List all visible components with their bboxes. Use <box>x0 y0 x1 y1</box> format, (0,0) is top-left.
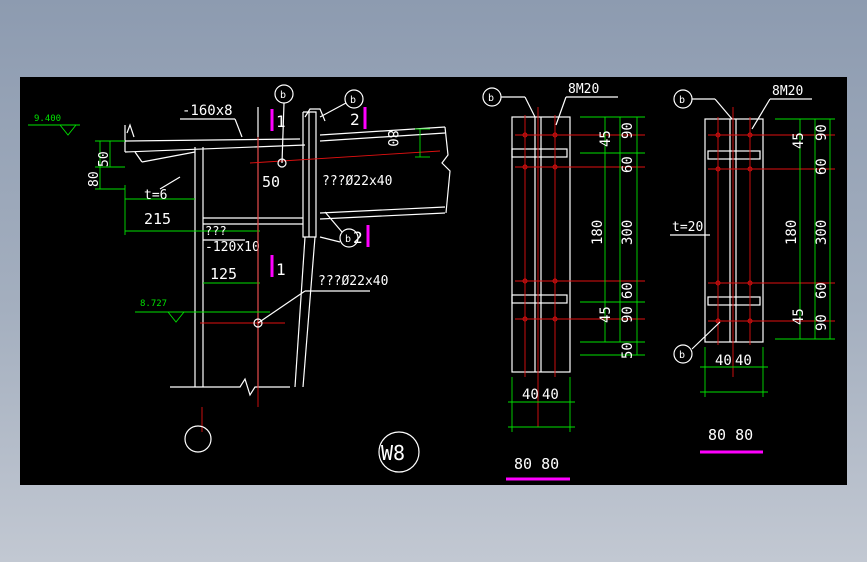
dim-1-1-180: 180 <box>590 220 606 245</box>
bolt-label-a: ???Ø22x40 <box>322 174 392 189</box>
dim-2-2-45b: 45 <box>791 308 807 325</box>
section-2-2-title: 80 80 <box>708 426 753 444</box>
dim-1-1-45b: 45 <box>598 306 614 323</box>
dim-1-1-50: 50 <box>620 342 636 359</box>
dim-2-2-60b: 60 <box>814 282 830 299</box>
w8-label: W8 <box>381 441 405 465</box>
dim-50b: 50 <box>262 173 280 191</box>
dim-2-2-180: 180 <box>784 220 800 245</box>
dim-2-2-300: 300 <box>814 220 830 245</box>
dim-80-left: 80 <box>87 171 102 187</box>
callout-bubble-b3 <box>339 228 359 248</box>
dim-1-1-45a: 45 <box>598 130 614 147</box>
plate-top-label: -160x8 <box>182 103 233 119</box>
bolt-holes-1-1 <box>522 132 558 322</box>
section-1-bottom: 1 <box>276 260 286 279</box>
section-1-1-title: 80 80 <box>514 455 559 473</box>
plate-mid-b: -120x10 <box>205 240 260 255</box>
callout-b-1-1-text: b <box>488 93 494 104</box>
bolt-label-b: ???Ø22x40 <box>318 274 388 289</box>
dim-50-left: 50 <box>97 151 112 167</box>
column-grid-circle <box>184 425 212 453</box>
dim-1-1-90b: 90 <box>620 306 636 323</box>
dim-2-2-90a: 90 <box>814 124 830 141</box>
callout-b-2-2b-text: b <box>679 350 685 361</box>
dim-80-right: 80 <box>384 130 400 147</box>
section-1-top: 1 <box>276 112 286 131</box>
elevation-top-label: 9.400 <box>34 114 61 124</box>
dim-2-2-60a: 60 <box>814 158 830 175</box>
bolt-holes-2-2 <box>715 132 753 324</box>
drawing-svg: 9.400 50 8 <box>28 82 835 481</box>
bolts-2-2-label: 8M20 <box>772 84 803 99</box>
dim-1-1-300: 300 <box>620 220 636 245</box>
dim-1-1-40a: 40 <box>522 387 539 403</box>
section-2-top: 2 <box>350 110 360 129</box>
callout-b1-text: b <box>280 90 286 101</box>
cad-drawing-canvas: 9.400 50 8 <box>20 77 847 485</box>
callout-bubble-b-2-2b <box>673 344 693 364</box>
dim-1-1-40b: 40 <box>542 387 559 403</box>
dim-2-2-45a: 45 <box>791 132 807 149</box>
bolts-1-1-label: 8M20 <box>568 82 599 97</box>
plate-mid-a: ??? <box>205 224 227 238</box>
callout-b3-text: b <box>345 234 351 245</box>
thickness-t6: t=6 <box>144 188 167 203</box>
dim-2-2-40a: 40 <box>715 353 732 369</box>
w8-label-circle <box>378 431 420 473</box>
section-view-2-2: 45 90 60 180 300 60 45 90 t=20 40 40 8M2… <box>670 84 835 454</box>
dim-2-2-40b: 40 <box>735 353 752 369</box>
callout-b2-text: b <box>350 95 356 106</box>
dim-125: 125 <box>210 265 237 283</box>
dim-215: 215 <box>144 210 171 228</box>
dim-1-1-90a: 90 <box>620 122 636 139</box>
elevation-bottom-label: 8.727 <box>140 299 167 309</box>
callout-bubble-b2 <box>344 89 364 109</box>
thickness-t20: t=20 <box>672 220 703 235</box>
dim-2-2-90b: 90 <box>814 314 830 331</box>
left-view: 9.400 50 8 <box>28 84 451 473</box>
dim-1-1-60a: 60 <box>620 156 636 173</box>
dim-1-1-60b: 60 <box>620 282 636 299</box>
section-view-1-1: 45 90 60 180 300 60 45 90 50 40 40 8M20 … <box>482 82 645 481</box>
callout-b-2-2a-text: b <box>679 95 685 106</box>
